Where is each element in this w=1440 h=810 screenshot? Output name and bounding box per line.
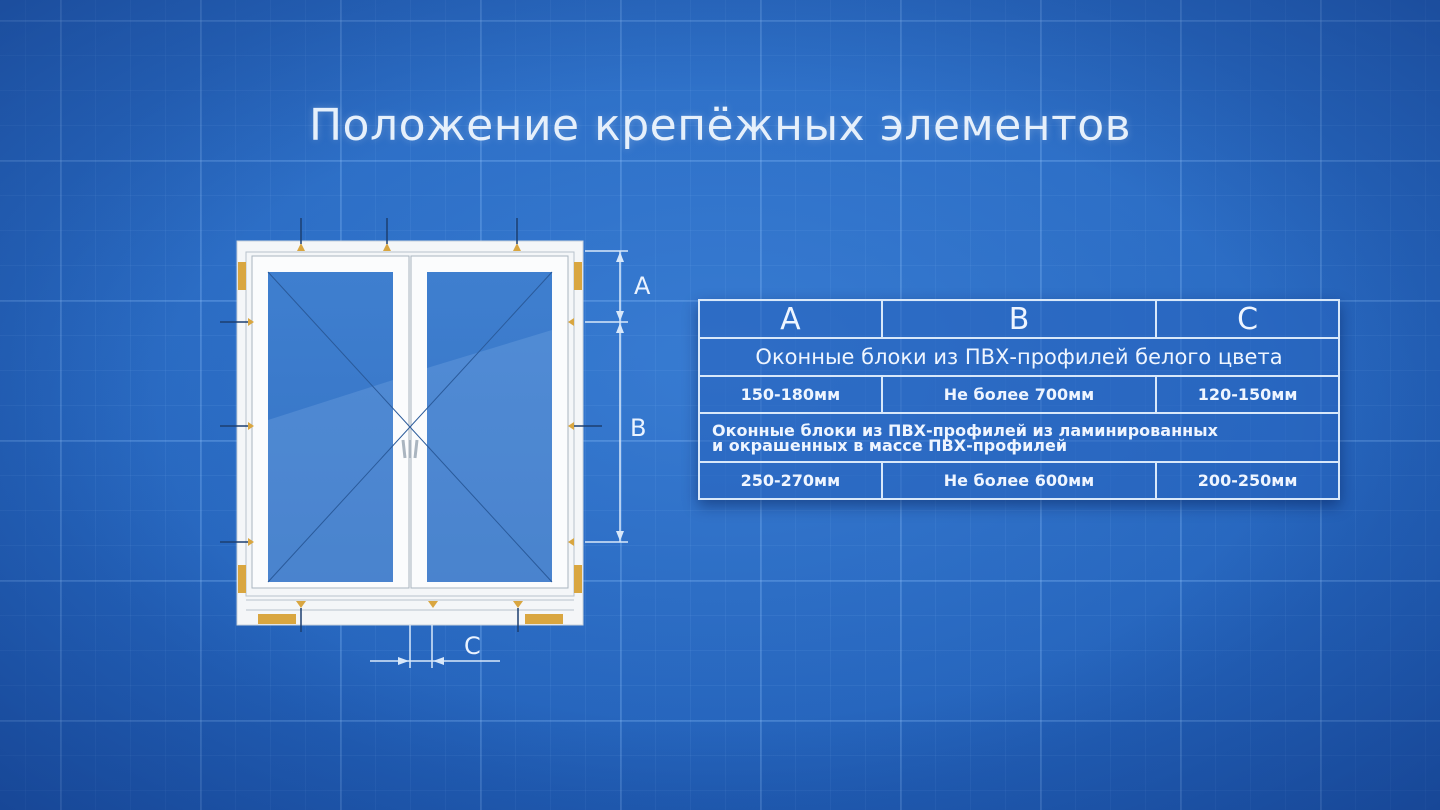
page-title: Положение крепёжных элементов bbox=[308, 100, 1132, 151]
header-b: B bbox=[880, 299, 1158, 339]
table-cell: Не более 700мм bbox=[880, 375, 1158, 414]
dimension-lines bbox=[370, 250, 628, 668]
handle-icon bbox=[401, 439, 419, 459]
dimension-label-b: B bbox=[630, 414, 646, 442]
section-title-laminated-pvc: Оконные блоки из ПВХ-профилей из ламинир… bbox=[698, 412, 1340, 463]
table-cell: 200-250мм bbox=[1155, 461, 1340, 500]
header-a: A bbox=[698, 299, 883, 339]
table-cell: 250-270мм bbox=[698, 461, 883, 500]
header-c: C bbox=[1155, 299, 1340, 339]
glass-left bbox=[268, 272, 393, 582]
fasteners bbox=[238, 243, 582, 624]
dimension-label-a: A bbox=[634, 272, 651, 300]
anchor-lines bbox=[220, 218, 602, 632]
window-frame bbox=[236, 240, 584, 626]
section-title-white-pvc: Оконные блоки из ПВХ-профилей белого цве… bbox=[698, 337, 1340, 377]
table-cell: Не более 600мм bbox=[880, 461, 1158, 500]
dimension-label-c: C bbox=[464, 632, 481, 660]
table-cell: 150-180мм bbox=[698, 375, 883, 414]
glass-right bbox=[427, 272, 552, 582]
table-cell: 120-150мм bbox=[1155, 375, 1340, 414]
fastener-spacing-table: A B C Оконные блоки из ПВХ-профилей бело… bbox=[698, 299, 1340, 500]
